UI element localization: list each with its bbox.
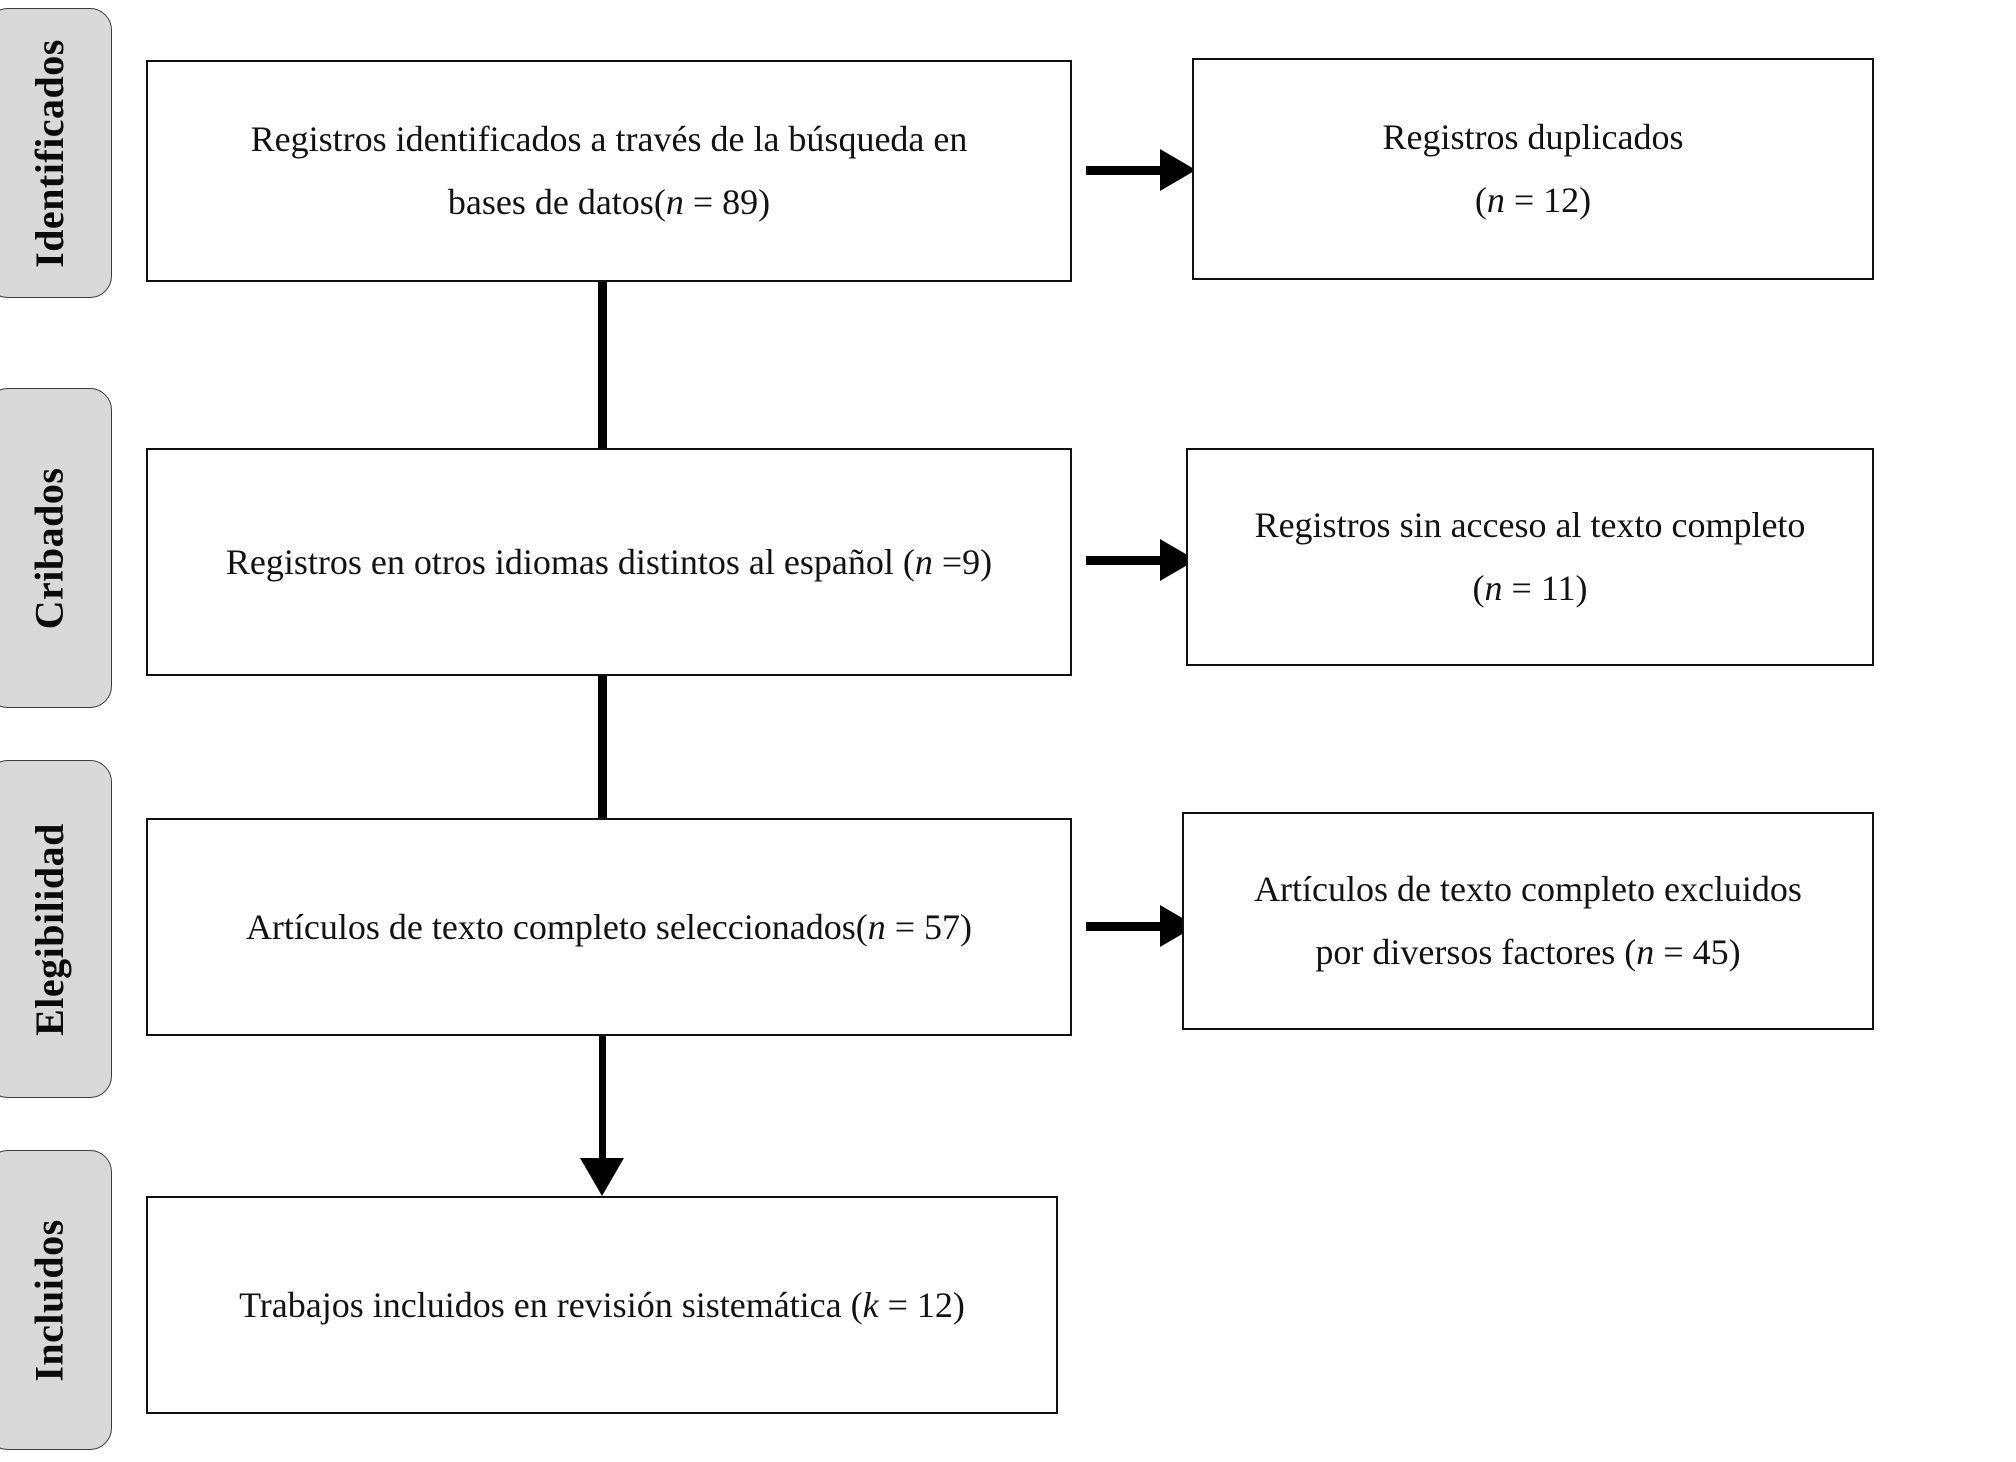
line-2-pre: Artículos de texto completo seleccionado… bbox=[245, 906, 868, 947]
count-symbol: n bbox=[1484, 568, 1503, 608]
count-symbol: n bbox=[1486, 180, 1505, 220]
flow-down-connector-1 bbox=[598, 282, 607, 450]
line-2-post: = 12) bbox=[878, 1284, 965, 1325]
line-1: Registros identificados a través de la b… bbox=[250, 119, 968, 159]
phase-pill-elegibilidad: Elegibilidad bbox=[0, 760, 112, 1098]
line-2-pre: ( bbox=[1472, 568, 1485, 608]
box-articulos-excluidos-text: Artículos de texto completo excluidos po… bbox=[1238, 858, 1818, 984]
box-articulos-seleccionados-text: Artículos de texto completo seleccionado… bbox=[230, 896, 988, 959]
final-inclusion-arrow-shaft bbox=[599, 1036, 606, 1164]
box-registros-otros-idiomas: Registros en otros idiomas distintos al … bbox=[146, 448, 1072, 676]
exclusion-arrow-shaft-2 bbox=[1086, 556, 1172, 565]
exclusion-arrow-shaft-1 bbox=[1086, 166, 1172, 175]
line-2-post: = 57) bbox=[885, 906, 973, 947]
phase-label-incluidos: Incluidos bbox=[26, 1218, 72, 1382]
line-2-post: = 12) bbox=[1504, 180, 1592, 220]
box-registros-duplicados: Registros duplicados (n = 12) bbox=[1192, 58, 1874, 280]
box-sin-acceso-texto-completo: Registros sin acceso al texto completo (… bbox=[1186, 448, 1874, 666]
phase-pill-identificados: Identificados bbox=[0, 8, 112, 298]
count-symbol: n bbox=[867, 906, 886, 947]
line-1: Registros duplicados bbox=[1382, 117, 1684, 157]
line-1: Registros sin acceso al texto completo bbox=[1254, 505, 1806, 545]
line-2-pre: Trabajos incluidos en revisión sistemáti… bbox=[239, 1284, 863, 1325]
exclusion-arrow-shaft-3 bbox=[1086, 922, 1172, 931]
phase-pill-incluidos: Incluidos bbox=[0, 1150, 112, 1450]
count-symbol: k bbox=[862, 1284, 879, 1325]
count-symbol: n bbox=[665, 182, 684, 222]
box-registros-otros-idiomas-text: Registros en otros idiomas distintos al … bbox=[210, 531, 1008, 594]
line-1: Artículos de texto completo excluidos bbox=[1254, 869, 1802, 909]
count-symbol: n bbox=[1636, 932, 1655, 972]
box-articulos-seleccionados: Artículos de texto completo seleccionado… bbox=[146, 818, 1072, 1036]
line-2-pre: ( bbox=[1474, 180, 1487, 220]
box-sin-acceso-texto-completo-text: Registros sin acceso al texto completo (… bbox=[1239, 494, 1822, 620]
box-registros-duplicados-text: Registros duplicados (n = 12) bbox=[1367, 106, 1700, 232]
flow-down-connector-2 bbox=[598, 676, 607, 818]
box-trabajos-incluidos-text: Trabajos incluidos en revisión sistemáti… bbox=[223, 1274, 981, 1337]
phase-label-elegibilidad: Elegibilidad bbox=[26, 822, 72, 1036]
box-articulos-excluidos: Artículos de texto completo excluidos po… bbox=[1182, 812, 1874, 1030]
final-inclusion-arrow-head bbox=[580, 1158, 624, 1196]
exclusion-arrow-head-1 bbox=[1160, 149, 1196, 191]
phase-label-cribados: Cribados bbox=[26, 467, 72, 629]
box-registros-identificados: Registros identificados a través de la b… bbox=[146, 60, 1072, 282]
line-2-post: =9) bbox=[932, 541, 993, 582]
phase-pill-cribados: Cribados bbox=[0, 388, 112, 708]
count-symbol: n bbox=[914, 541, 933, 582]
line-2-pre: bases de datos( bbox=[447, 182, 666, 222]
box-registros-identificados-text: Registros identificados a través de la b… bbox=[235, 108, 984, 234]
line-2-post: = 45) bbox=[1654, 932, 1741, 972]
box-trabajos-incluidos: Trabajos incluidos en revisión sistemáti… bbox=[146, 1196, 1058, 1414]
phase-label-identificados: Identificados bbox=[26, 38, 72, 268]
line-2-pre: Registros en otros idiomas distintos al … bbox=[225, 541, 915, 582]
line-2-post: = 89) bbox=[683, 182, 771, 222]
line-2-post: = 11) bbox=[1502, 568, 1588, 608]
line-2-pre: por diversos factores ( bbox=[1315, 932, 1637, 972]
